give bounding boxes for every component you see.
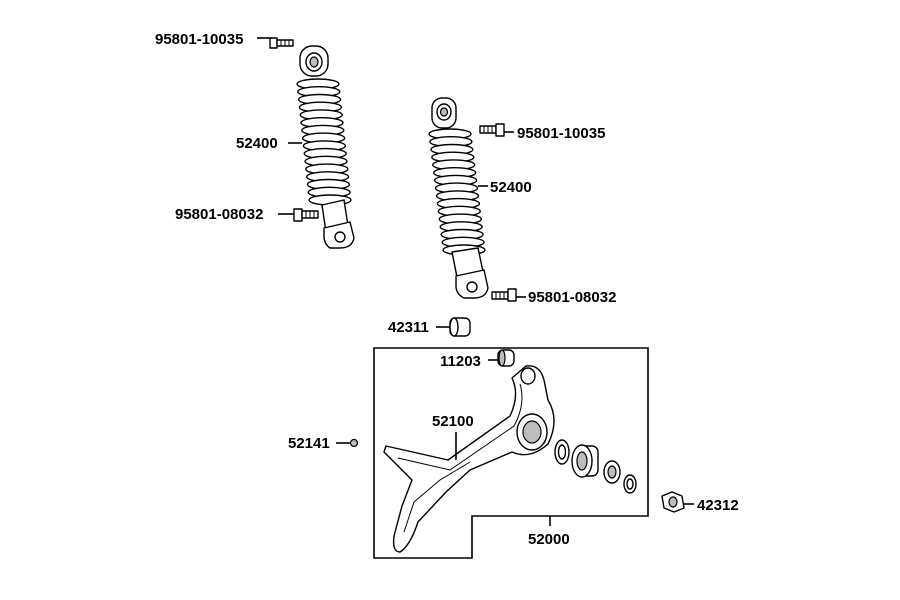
bolt-top-right bbox=[479, 123, 505, 137]
nut-42312 bbox=[661, 491, 685, 513]
shock-absorber-right bbox=[428, 97, 489, 299]
small-nut-52141 bbox=[349, 438, 359, 448]
bolt-bottom-right bbox=[491, 288, 517, 302]
label-bolt-top-left: 95801-10035 bbox=[155, 31, 243, 48]
label-bolt-bottom-right: 95801-08032 bbox=[528, 289, 616, 306]
label-bolt-bottom-left: 95801-08032 bbox=[175, 206, 263, 223]
collar-42311 bbox=[449, 317, 471, 337]
assembly-frame-52000 bbox=[373, 347, 649, 559]
label-collar-inner: 11203 bbox=[440, 353, 481, 370]
label-small-nut: 52141 bbox=[288, 435, 330, 452]
label-shock-right: 52400 bbox=[490, 179, 532, 196]
label-shock-left: 52400 bbox=[236, 135, 278, 152]
bolt-bottom-left bbox=[293, 208, 319, 222]
collar-11203 bbox=[497, 349, 515, 367]
label-bolt-top-right: 95801-10035 bbox=[517, 125, 605, 142]
label-nut-right: 42312 bbox=[697, 497, 739, 514]
bolt-top-left bbox=[269, 37, 294, 49]
label-assembly: 52000 bbox=[528, 531, 570, 548]
bracket-52100 bbox=[383, 365, 555, 553]
label-collar-outer: 42311 bbox=[388, 319, 429, 336]
shock-absorber-left bbox=[296, 45, 355, 249]
bearing-set bbox=[554, 439, 637, 494]
label-bracket: 52100 bbox=[432, 413, 474, 430]
